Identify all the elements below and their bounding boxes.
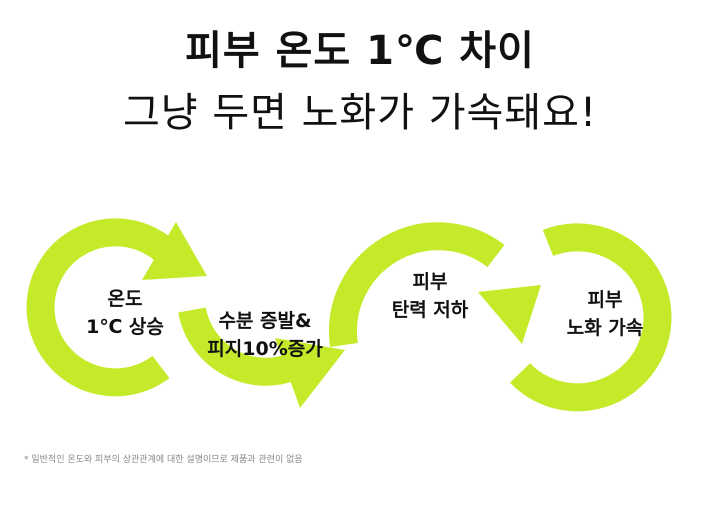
page-title: 피부 온도 1℃ 차이 (185, 28, 535, 74)
cycle-arc-3 (329, 222, 505, 348)
arrow-head-3 (478, 285, 541, 344)
cycle-arc-4 (509, 223, 672, 412)
step-4-line1: 피부 (587, 289, 623, 311)
step-2-line2: 피지10%증가 (207, 338, 323, 360)
step-4-line2: 노화 가속 (566, 317, 644, 339)
arrow-head-2 (275, 338, 345, 408)
step-2-label: 수분 증발& 피지10%증가 (190, 307, 340, 363)
step-1-line1: 온도 (107, 288, 143, 310)
footnote: * 일반적인 온도와 피부의 상관관계에 대한 설명이므로 제품과 관련이 없음 (24, 455, 303, 465)
step-3-label: 피부 탄력 저하 (370, 268, 490, 324)
page-subtitle: 그냥 두면 노화가 가속돼요! (123, 90, 597, 136)
step-4-label: 피부 노화 가속 (545, 286, 665, 342)
step-1-line2: 1℃ 상승 (86, 316, 164, 338)
step-3-line1: 피부 (412, 271, 448, 293)
step-1-label: 온도 1℃ 상승 (60, 285, 190, 341)
cycle-arc-2 (178, 307, 297, 386)
step-2-line1: 수분 증발& (218, 310, 312, 332)
cycle-arc-1 (26, 218, 183, 397)
step-3-line2: 탄력 저하 (391, 299, 469, 321)
arrow-head-1 (142, 222, 207, 280)
